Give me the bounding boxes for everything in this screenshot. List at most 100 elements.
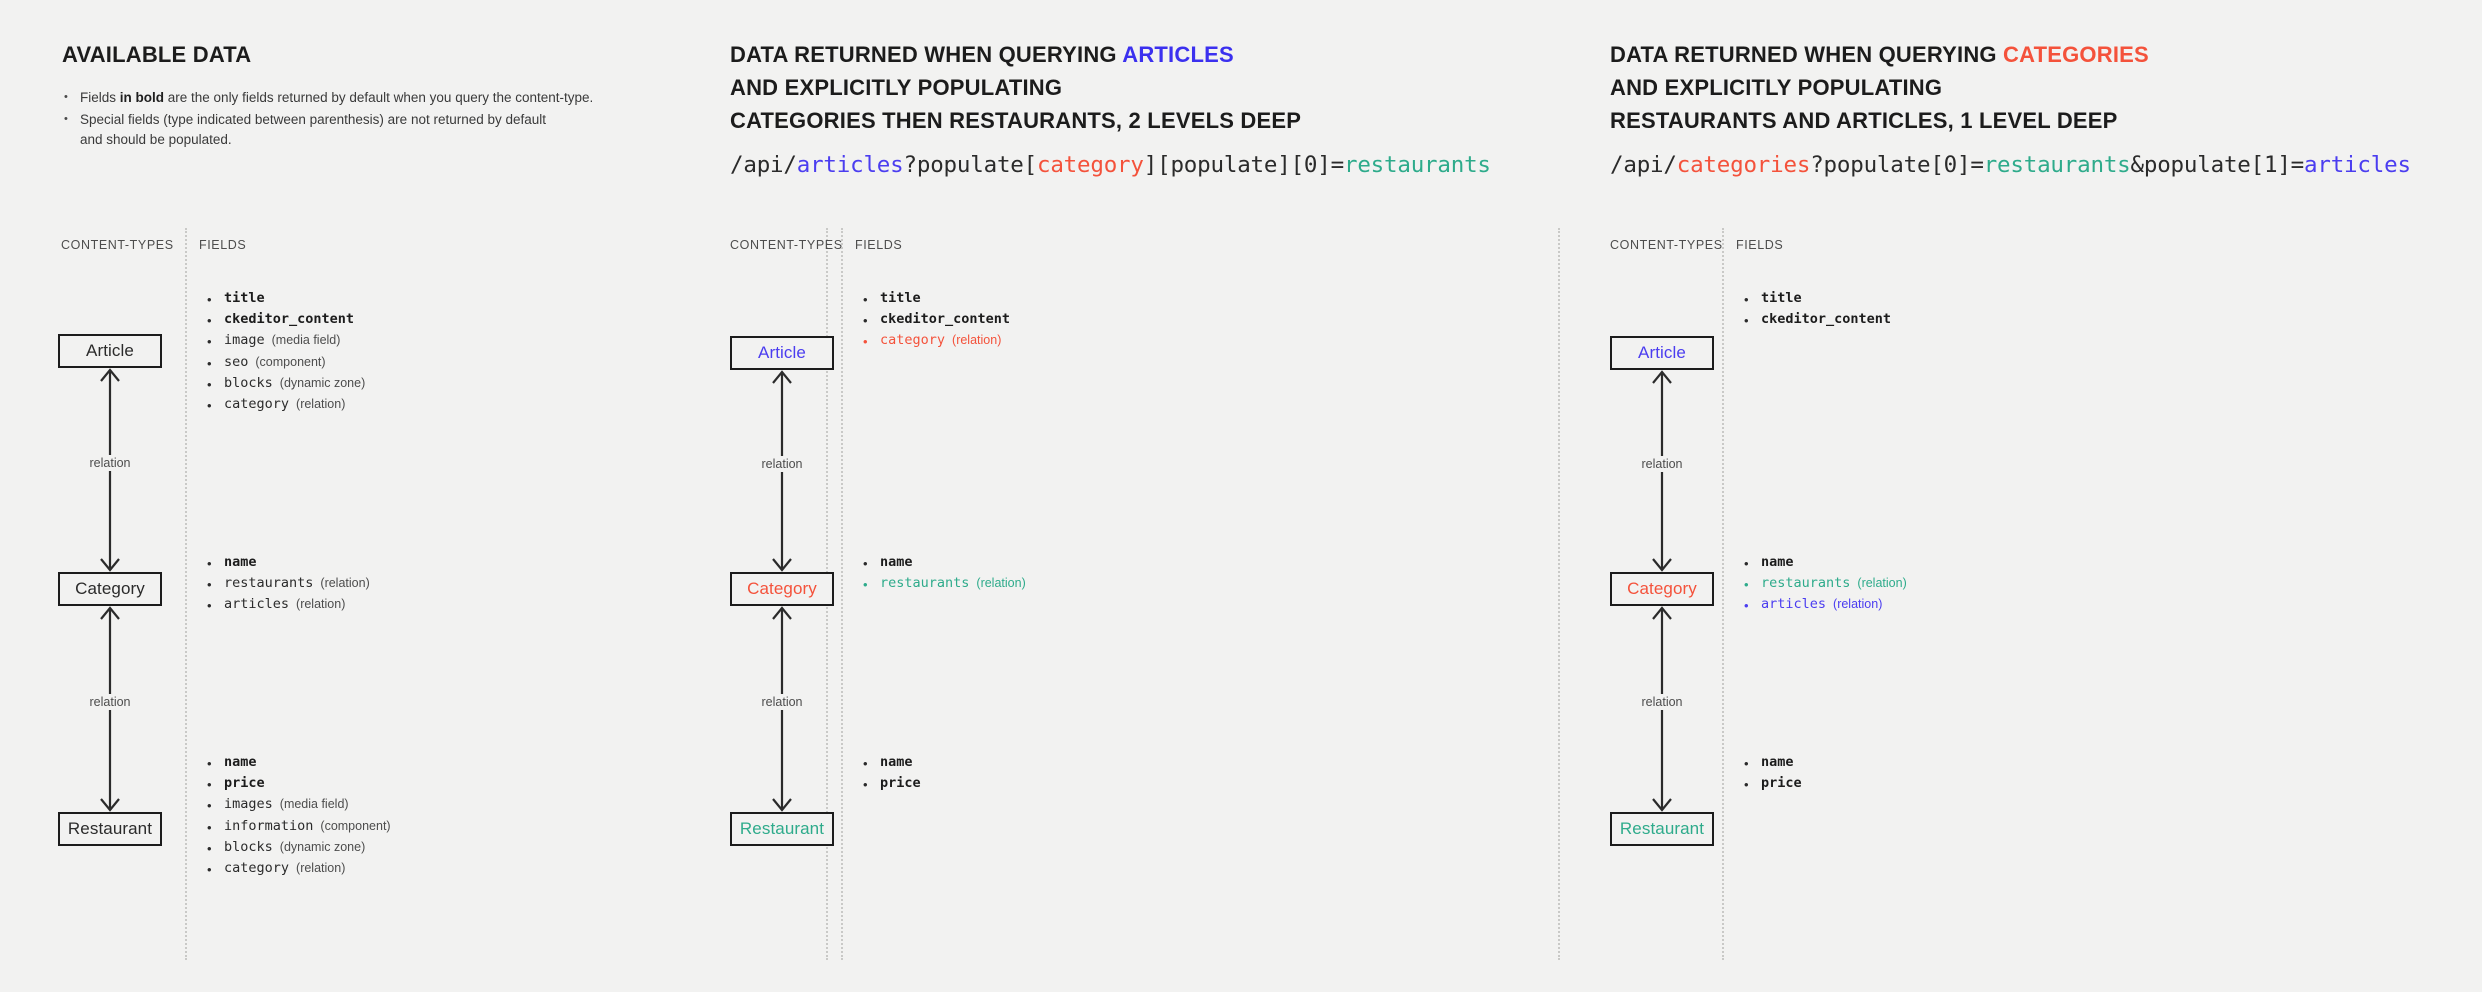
field-row: •name bbox=[859, 554, 1026, 575]
field-row: •blocks(dynamic zone) bbox=[203, 375, 366, 396]
field-name: category bbox=[880, 332, 946, 349]
connector-article-category: relation bbox=[758, 370, 806, 572]
bullet-icon: • bbox=[207, 756, 212, 771]
field-type: (relation) bbox=[976, 576, 1026, 591]
relation-label: relation bbox=[1638, 694, 1686, 710]
column-2-heading: DATA RETURNED WHEN QUERYING ARTICLES AND… bbox=[730, 38, 1301, 137]
url-token: restaurants bbox=[1343, 152, 1491, 178]
node-category[interactable]: Category bbox=[730, 572, 834, 606]
field-row: •ckeditor_content bbox=[859, 311, 1010, 332]
bullet-icon: • bbox=[207, 556, 212, 571]
field-type: (relation) bbox=[296, 597, 346, 612]
field-type: (relation) bbox=[1833, 597, 1883, 612]
field-name: title bbox=[224, 290, 265, 306]
heading-line-1: DATA RETURNED WHEN QUERYING CATEGORIES bbox=[1610, 38, 2149, 71]
field-row: •restaurants(relation) bbox=[1740, 575, 1907, 596]
node-label: Category bbox=[1627, 579, 1697, 598]
relation-label: relation bbox=[86, 694, 134, 710]
column-1-heading: AVAILABLE DATA bbox=[62, 38, 251, 71]
column-1-divider bbox=[185, 228, 188, 960]
api-url-articles: /api/articles?populate[category][populat… bbox=[730, 152, 1491, 178]
fieldlist-category: •name•restaurants(relation)•articles(rel… bbox=[1740, 554, 1907, 619]
field-row: •price bbox=[859, 775, 921, 796]
bullet-icon: • bbox=[863, 577, 868, 593]
field-row: •category(relation) bbox=[203, 396, 365, 417]
sublabel-fields: FIELDS bbox=[855, 238, 903, 252]
field-row: •name bbox=[1740, 554, 1907, 575]
fieldlist-restaurant: • name •price bbox=[859, 754, 921, 797]
bullet-icon: • bbox=[207, 355, 212, 371]
bullet-icon: • bbox=[207, 292, 212, 307]
node-article[interactable]: Article bbox=[730, 336, 834, 370]
field-name: restaurants bbox=[1761, 575, 1851, 592]
node-category[interactable]: Category bbox=[1610, 572, 1714, 606]
field-name: name bbox=[224, 554, 257, 570]
fieldlist-article: •title•ckeditor_content•category(relatio… bbox=[859, 290, 1010, 355]
sublabel-fields: FIELDS bbox=[199, 238, 247, 252]
column-3-heading: DATA RETURNED WHEN QUERYING CATEGORIES A… bbox=[1610, 38, 2149, 137]
url-token: ?populate[ bbox=[903, 152, 1038, 178]
sublabel-content-types: CONTENT-TYPES bbox=[730, 238, 843, 252]
fieldlist-category: •name • restaurants (relation) bbox=[859, 554, 1026, 597]
heading-accent: ARTICLES bbox=[1122, 42, 1234, 67]
bullet-icon: • bbox=[207, 840, 212, 856]
field-name: ckeditor_content bbox=[1761, 311, 1892, 328]
bullet-icon: • bbox=[1744, 292, 1749, 307]
field-type: (dynamic zone) bbox=[279, 839, 366, 854]
url-token: /api/ bbox=[1610, 152, 1677, 178]
note-bold: in bold bbox=[119, 90, 165, 105]
node-restaurant[interactable]: Restaurant bbox=[730, 812, 834, 846]
field-row: •seo(component) bbox=[203, 354, 365, 375]
field-name: blocks bbox=[224, 838, 273, 855]
node-restaurant[interactable]: Restaurant bbox=[1610, 812, 1714, 846]
field-name: name bbox=[880, 754, 913, 770]
node-restaurant[interactable]: Restaurant bbox=[58, 812, 162, 846]
node-category[interactable]: Category bbox=[58, 572, 162, 606]
field-row: •title bbox=[859, 290, 1010, 311]
node-article[interactable]: Article bbox=[58, 334, 162, 368]
sublabel-fields: FIELDS bbox=[1736, 238, 1784, 252]
relation-label: relation bbox=[86, 455, 134, 471]
sublabel-content-types: CONTENT-TYPES bbox=[61, 238, 174, 252]
field-row: •category(relation) bbox=[859, 333, 1010, 353]
bullet-icon: • bbox=[863, 756, 868, 771]
field-row: •articles(relation) bbox=[203, 597, 370, 617]
node-article[interactable]: Article bbox=[1610, 336, 1714, 370]
bullet-icon: • bbox=[863, 777, 868, 793]
note-prefix: Fields bbox=[80, 90, 120, 105]
field-type: (component) bbox=[320, 818, 391, 833]
field-name: title bbox=[1761, 290, 1802, 306]
connector-category-restaurant: relation bbox=[1638, 606, 1686, 812]
url-token: categories bbox=[1676, 152, 1811, 178]
bullet-icon: • bbox=[207, 313, 212, 329]
column-1-notes: Fields in bold are the only fields retur… bbox=[62, 87, 622, 150]
field-row: •images(media field) bbox=[203, 797, 391, 817]
relation-label: relation bbox=[758, 694, 806, 710]
bullet-icon: • bbox=[207, 376, 212, 392]
field-name: name bbox=[1761, 754, 1794, 770]
heading-line-3: CATEGORIES THEN RESTAURANTS, 2 LEVELS DE… bbox=[730, 108, 1302, 133]
node-label: Restaurant bbox=[1619, 819, 1705, 838]
field-name: restaurants bbox=[880, 575, 970, 592]
field-name: title bbox=[880, 290, 921, 306]
field-type: (dynamic zone) bbox=[279, 375, 366, 390]
node-label: Article bbox=[86, 341, 134, 360]
heading-line-1: AVAILABLE DATA bbox=[62, 42, 252, 67]
url-token: /api/ bbox=[730, 152, 797, 178]
note-item: Fields in bold are the only fields retur… bbox=[62, 87, 622, 108]
connector-category-restaurant: relation bbox=[86, 606, 134, 812]
bullet-icon: • bbox=[1744, 777, 1749, 793]
heading-line-2: AND EXPLICITLY POPULATING bbox=[730, 75, 1063, 100]
note-prefix: Special fields (type indicated between p… bbox=[80, 112, 547, 127]
node-label: Restaurant bbox=[67, 819, 153, 838]
bullet-icon: • bbox=[1744, 598, 1749, 614]
fieldlist-article: •title•ckeditor_content•image(media fiel… bbox=[203, 290, 366, 418]
bullet-icon: • bbox=[207, 798, 212, 814]
url-token: category bbox=[1036, 152, 1144, 178]
field-name: image bbox=[224, 332, 265, 349]
field-row: •ckeditor_content bbox=[1740, 311, 1892, 332]
heading-line-2: AND EXPLICITLY POPULATING bbox=[1610, 75, 1943, 100]
url-token: ][populate][0]= bbox=[1143, 152, 1344, 178]
url-token: articles bbox=[796, 152, 904, 178]
url-token: articles bbox=[2304, 152, 2411, 178]
